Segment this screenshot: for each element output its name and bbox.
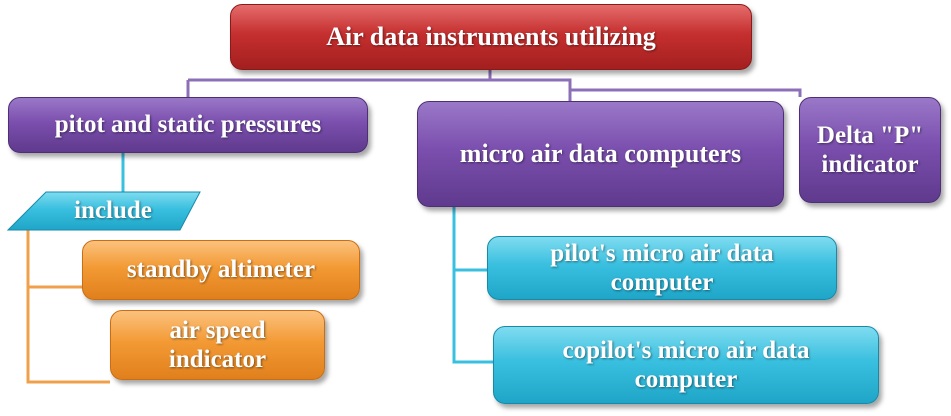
micro-connectors (452, 207, 493, 364)
include-label: include (74, 197, 152, 224)
connector-root-bus (188, 78, 780, 92)
item-standby-altimeter-label: standby altimeter (126, 256, 316, 284)
item-copilot-micro-adc-label: copilot's micro air data computer (562, 336, 810, 394)
item-standby-altimeter: standby altimeter (82, 240, 360, 300)
category-delta-p: Delta "P" indicator (799, 97, 941, 203)
item-pilot-micro-adc: pilot's micro air data computer (487, 236, 837, 300)
include-node: include (33, 192, 193, 230)
connector-micro-trunk (452, 207, 493, 364)
category-pitot-static: pitot and static pressures (8, 97, 368, 153)
root-node: Air data instruments utilizing (230, 4, 752, 70)
item-pilot-micro-adc-label: pilot's micro air data computer (550, 239, 774, 297)
include-connectors (26, 230, 110, 384)
item-copilot-micro-adc: copilot's micro air data computer (493, 326, 879, 404)
category-pitot-static-label: pitot and static pressures (54, 111, 322, 139)
category-micro-air-data: micro air data computers (417, 101, 784, 207)
item-air-speed-indicator: air speed indicator (110, 310, 325, 380)
connector-include-trunk (26, 230, 110, 384)
category-delta-p-label: Delta "P" indicator (816, 121, 924, 179)
root-label: Air data instruments utilizing (326, 21, 656, 51)
connector-to-delta (780, 88, 802, 97)
root-connectors (186, 70, 802, 101)
category-micro-air-data-label: micro air data computers (459, 138, 742, 168)
item-air-speed-indicator-label: air speed indicator (168, 316, 267, 374)
